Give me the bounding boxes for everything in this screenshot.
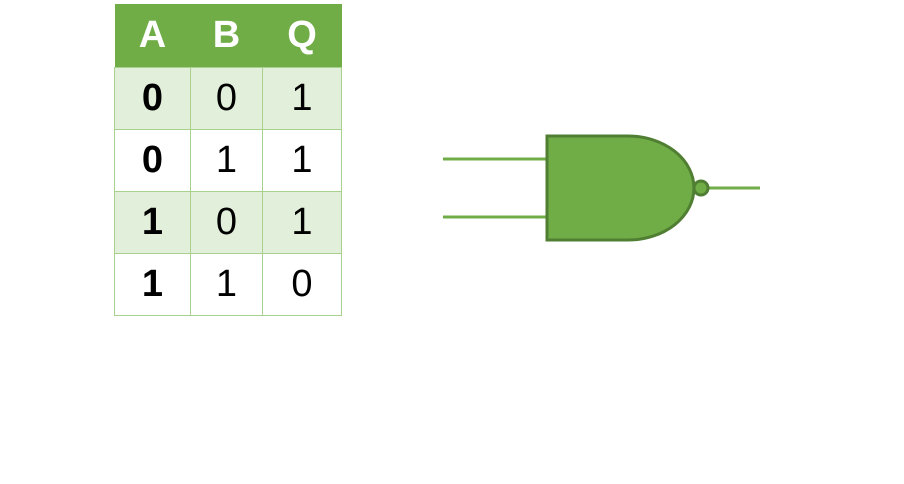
header-b: B — [190, 4, 263, 67]
cell-q: 0 — [262, 252, 342, 316]
header-q: Q — [262, 4, 342, 67]
cell-q: 1 — [262, 66, 342, 130]
cell-q: 1 — [262, 128, 342, 192]
truth-table: A B Q 0 0 1 0 1 1 1 0 1 1 1 0 — [114, 4, 342, 316]
cell-b: 1 — [190, 252, 263, 316]
cell-b: 1 — [190, 128, 263, 192]
cell-b: 0 — [190, 190, 263, 254]
table-row: 0 1 1 — [114, 128, 342, 192]
header-a: A — [114, 4, 191, 67]
table-row: 0 0 1 — [114, 66, 342, 130]
inversion-bubble-icon — [692, 179, 710, 197]
cell-a: 1 — [114, 252, 191, 316]
nand-gate-icon — [545, 134, 696, 242]
cell-a: 1 — [114, 190, 191, 254]
header-row: A B Q — [114, 4, 342, 67]
cell-q: 1 — [262, 190, 342, 254]
table-row: 1 1 0 — [114, 252, 342, 316]
table-row: 1 0 1 — [114, 190, 342, 254]
cell-a: 0 — [114, 128, 191, 192]
